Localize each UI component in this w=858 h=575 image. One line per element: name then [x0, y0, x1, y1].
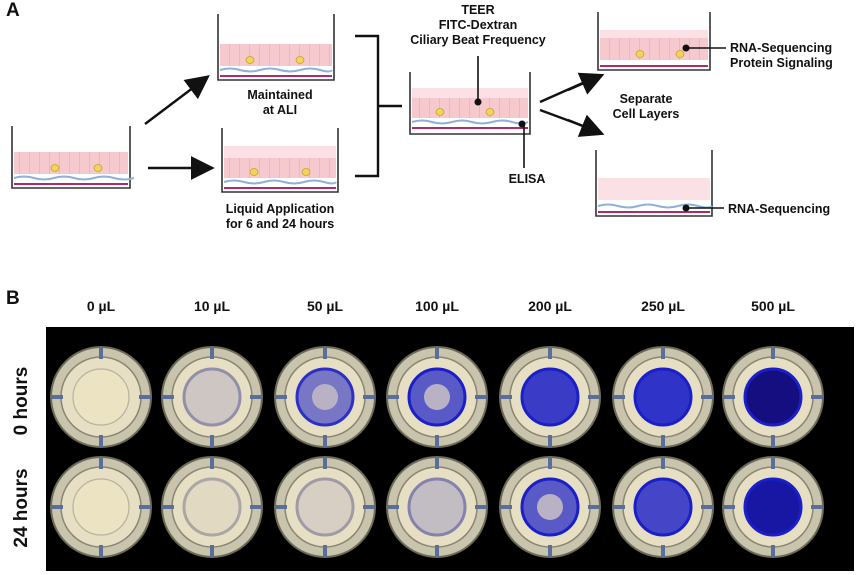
transwell-assays — [409, 56, 531, 168]
well-0-5 — [612, 346, 714, 448]
label-maintained: Maintained at ALI — [247, 88, 313, 117]
merge-bracket — [355, 34, 402, 178]
well-0-3 — [386, 346, 488, 448]
column-label-1: 10 µL — [193, 298, 231, 314]
well-0-6 — [722, 346, 824, 448]
well-0-1 — [161, 346, 263, 448]
well-photo-panel — [46, 327, 854, 571]
well-1-0 — [50, 456, 152, 558]
row-label-24-hours: 24 hours — [11, 468, 32, 548]
well-1-1 — [161, 456, 263, 558]
column-label-2: 50 µL — [306, 298, 344, 314]
panel-a-letter: A — [6, 0, 20, 21]
transwell-ali — [217, 14, 335, 81]
epithelial-cell-layer — [14, 152, 128, 174]
column-label-6: 500 µL — [751, 298, 795, 314]
wells-grid — [50, 346, 824, 558]
transwell-fibroblast — [595, 150, 724, 217]
well-0-2 — [274, 346, 376, 448]
well-1-2 — [274, 456, 376, 558]
well-1-3 — [386, 456, 488, 558]
transwell-start — [11, 126, 135, 189]
transwell-liquid — [221, 128, 339, 193]
column-label-3: 100 µL — [415, 298, 459, 314]
well-1-6 — [722, 456, 824, 558]
well-1-5 — [612, 456, 714, 558]
label-elisa: ELISA — [508, 172, 546, 186]
label-rnaseq-protein: RNA-Sequencing Protein Signaling — [730, 41, 833, 70]
column-label-5: 250 µL — [641, 298, 685, 314]
label-liquid-application: Liquid Application for 6 and 24 hours — [225, 202, 335, 231]
panel-a-diagram — [11, 12, 726, 217]
split-arrows — [539, 76, 595, 132]
transwell-epithelial — [597, 12, 726, 71]
column-label-0: 0 µL — [86, 298, 116, 314]
column-label-4: 200 µL — [528, 298, 572, 314]
well-0-4 — [499, 346, 601, 448]
label-separate: Separate Cell Layers — [612, 92, 680, 121]
label-assays: TEER FITC-Dextran Ciliary Beat Frequency — [410, 3, 546, 47]
arrow-to-ali — [144, 75, 210, 125]
well-0-0 — [50, 346, 152, 448]
row-label-0-hours: 0 hours — [11, 366, 32, 436]
well-1-4 — [499, 456, 601, 558]
panel-b-letter: B — [6, 288, 20, 309]
label-rnaseq-bottom: RNA-Sequencing — [728, 202, 831, 216]
